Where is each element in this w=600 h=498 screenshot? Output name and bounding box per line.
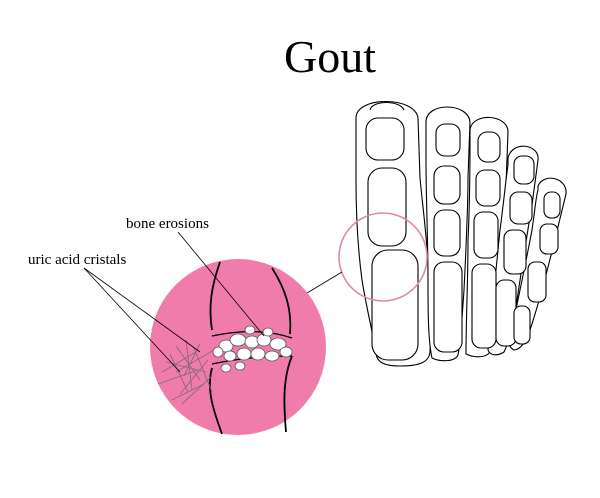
bone-edge-left-lower (209, 367, 223, 435)
fourth-toe-middle-phalanx (509, 191, 533, 225)
crystal-needle (181, 375, 213, 405)
deposit (264, 350, 280, 362)
deposit (279, 346, 293, 358)
deposit (250, 347, 266, 361)
deposit (234, 361, 246, 371)
deposit (229, 333, 247, 347)
foot-skeleton-icon (355, 101, 567, 367)
second-toe-metatarsal (433, 261, 463, 353)
bone-erosions-label: bone erosions (126, 216, 209, 232)
big-toe-distal-phalanx (365, 117, 405, 161)
big-toe-metatarsal (371, 249, 419, 361)
deposit (236, 347, 252, 361)
deposit (269, 337, 287, 351)
fourth-toe-metatarsal (495, 279, 517, 347)
bone-edge-left-upper (209, 261, 221, 331)
crystal-needle (161, 351, 197, 373)
deposit (223, 350, 237, 362)
second-toe-distal-phalanx (435, 123, 461, 157)
crystal-needle (183, 343, 201, 377)
crystal-needle (175, 349, 215, 373)
magnifier-circle (150, 259, 326, 435)
bone-edge-right-upper (271, 267, 292, 335)
crystal-needle (157, 369, 199, 385)
magnifier-circle-icon (150, 259, 326, 435)
crystal-needle (171, 383, 205, 401)
uric-crystals-leader (83, 267, 181, 373)
third-toe-metatarsal (471, 263, 497, 349)
fourth-toe-proximal-phalanx (503, 229, 527, 275)
big-toe-nail (369, 101, 405, 111)
crystal-needle (193, 347, 213, 393)
big-toe-proximal-phalanx (367, 167, 407, 247)
third-toe-proximal-phalanx (473, 211, 499, 259)
page-title: Gout (284, 31, 376, 82)
uric-acid-crystals-label: uric acid cristals (28, 252, 126, 268)
fifth-toe-middle-phalanx (539, 223, 559, 255)
crystal-needle (169, 353, 189, 393)
uric-crystals-leader-2 (83, 267, 201, 353)
bone-erosions-leader (177, 231, 265, 337)
crystal-needle (179, 359, 209, 395)
fourth-toe-distal-phalanx (513, 155, 535, 185)
fifth-toe-distal-phalanx (543, 191, 561, 219)
third-toe-middle-phalanx (475, 169, 501, 207)
second-toe-proximal-phalanx (433, 209, 461, 257)
deposit (262, 327, 274, 337)
deposit (212, 346, 224, 358)
bone-edge-right-lower (283, 355, 293, 433)
urate-deposits (212, 325, 293, 373)
deposit (244, 335, 260, 349)
joint-highlight-ring (338, 212, 428, 302)
second-toe-middle-phalanx (433, 165, 461, 205)
fifth-toe-metatarsal (513, 305, 531, 345)
deposit (244, 325, 256, 335)
deposit (220, 363, 232, 373)
fifth-toe-proximal-phalanx (527, 261, 547, 303)
third-toe-distal-phalanx (477, 131, 501, 163)
